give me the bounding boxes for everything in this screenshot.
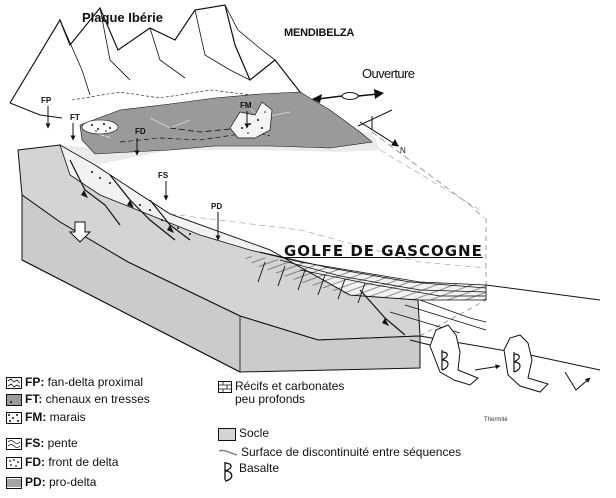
opening-label: Ouverture (362, 66, 415, 81)
legend-item-socle: Socle (218, 427, 269, 441)
legend-code: PD (25, 475, 42, 489)
fm-swatch-icon (6, 412, 22, 424)
marker-pd: PD (211, 202, 223, 211)
legend-desc: Surface de discontinuité entre séquences (241, 445, 462, 459)
legend-desc: front de delta (45, 455, 119, 469)
fs-swatch-icon (6, 438, 22, 450)
legend-desc: Basalte (239, 461, 280, 475)
ft-swatch-icon (6, 394, 22, 406)
legend-code: FT (25, 392, 39, 406)
north-compass-icon (357, 109, 399, 147)
basalt-symbol-icon (224, 462, 233, 482)
marker-fd: FD (135, 127, 146, 136)
pd-swatch-icon (6, 477, 22, 489)
fp-swatch-icon (6, 377, 22, 389)
reef-swatch-icon (218, 381, 232, 393)
fd-swatch-icon (6, 457, 22, 469)
marker-fm: FM (240, 101, 252, 110)
region-label-iberian-plate: Plaque Ibérie (82, 10, 163, 25)
discontinuity-line-icon (218, 449, 238, 456)
locality-label-mendibelza: MENDIBELZA (284, 27, 355, 39)
legend-desc: marais (46, 410, 86, 424)
legend-code: FM (25, 410, 43, 424)
basalt-ridge-left (429, 324, 479, 386)
legend-item-fs: FS: pente (6, 437, 78, 450)
legend-desc: chenaux en tresses (42, 392, 150, 406)
legend-item-fp: FP: fan-delta proximal (6, 376, 143, 389)
legend-desc: fan-delta proximal (44, 375, 144, 389)
legend-item-reefs: Récifs et carbonates peu profonds (218, 380, 344, 406)
legend-code: FD (25, 455, 41, 469)
north-label: N (400, 146, 406, 155)
opening-arrows-icon (312, 89, 384, 103)
legend-item-pd: PD: pro-delta (6, 476, 96, 489)
basalt-ridge-right (503, 334, 549, 393)
legend-item-basalt: Basalte (222, 462, 279, 482)
legend-desc: Récifs et carbonates peu profonds (235, 379, 345, 406)
subsidence-arrow-icon (68, 221, 92, 243)
legend-code: FP (25, 375, 41, 389)
legend-item-fm: FM: marais (6, 411, 86, 424)
socle-swatch-icon (218, 428, 236, 441)
marker-ft: FT (70, 113, 80, 122)
legend-item-discontinuity: Surface de discontinuité entre séquences (218, 446, 461, 459)
legend-desc: pente (44, 436, 78, 450)
legend-code: FS (25, 436, 41, 450)
gulf-label: GOLFE DE GASCOGNE (284, 242, 483, 260)
legend-item-fd: FD: front de delta (6, 456, 118, 469)
marker-fp: FP (41, 96, 52, 105)
mountains (9, 4, 331, 121)
credit-label: Thermité (484, 417, 508, 423)
legend-desc: pro-delta (45, 475, 97, 489)
marsh-zone-fm (79, 91, 373, 155)
legend-desc: Socle (239, 426, 270, 440)
legend-item-ft: FT: chenaux en tresses (6, 393, 150, 406)
marker-fs: FS (158, 171, 169, 180)
